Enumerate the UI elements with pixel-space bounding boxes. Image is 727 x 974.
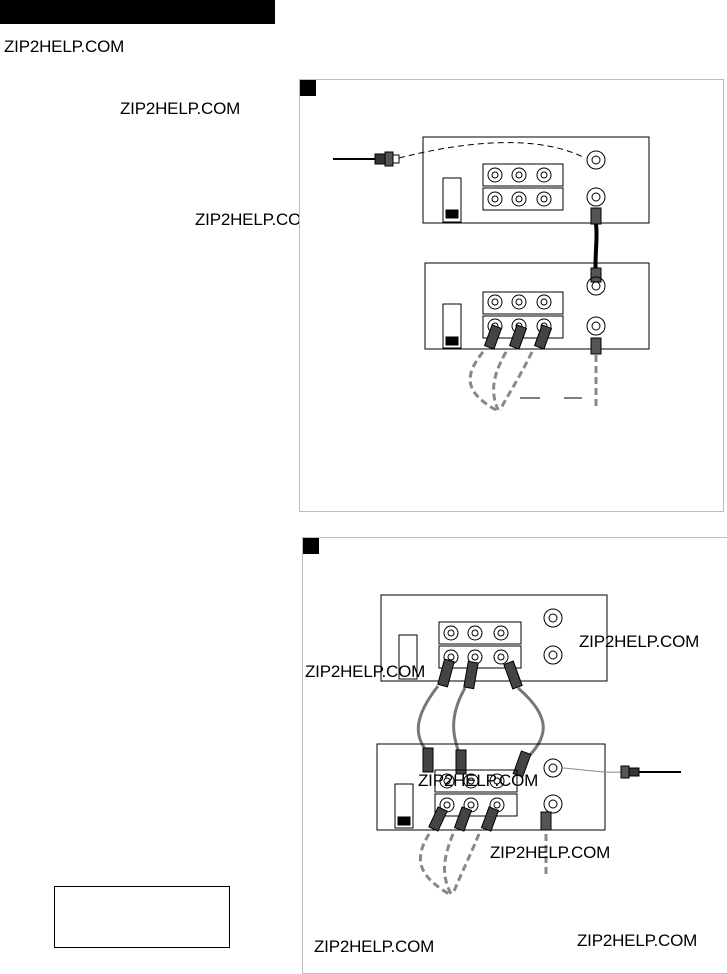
watermark: ZIP2HELP.COM	[305, 662, 426, 681]
watermark: ZIP2HELP.COM	[4, 37, 125, 56]
diagram-b-marker	[303, 538, 319, 554]
watermark: ZIP2HELP.COM	[195, 210, 316, 229]
watermark: ZIP2HELP.COM	[120, 99, 241, 118]
header-bar	[0, 0, 275, 24]
note-box	[54, 886, 230, 948]
diagram-b-drawing	[376, 594, 681, 896]
watermark: ZIP2HELP.COM	[490, 843, 611, 862]
connection-diagram-b	[302, 537, 727, 974]
watermark: ZIP2HELP.COM	[314, 937, 435, 956]
diagram-a-marker	[300, 80, 316, 96]
diagram-a-drawing	[333, 136, 650, 412]
connection-diagram-a	[299, 79, 724, 512]
watermark: ZIP2HELP.COM	[577, 931, 698, 950]
watermark: ZIP2HELP.COM	[579, 632, 700, 651]
watermark: ZIP2HELP.COM	[418, 771, 539, 790]
